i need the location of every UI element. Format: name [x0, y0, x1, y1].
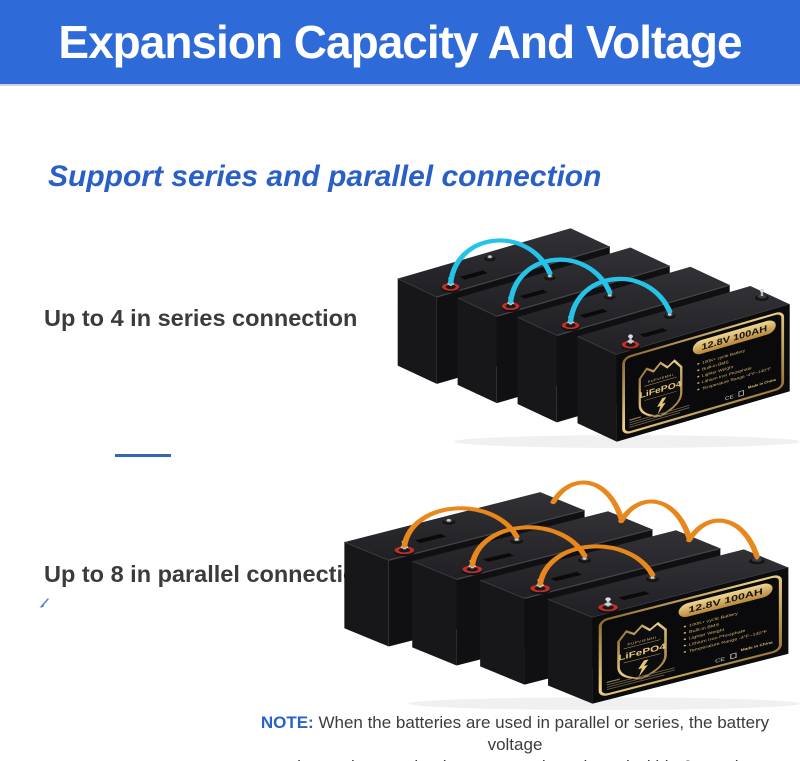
- note-text: NOTE: When the batteries are used in par…: [237, 712, 793, 761]
- parallel-section-label: Up to 8 in parallel connection: [44, 561, 372, 587]
- series-cable: [448, 238, 553, 285]
- parallel-cables: [401, 480, 760, 586]
- parallel-cable: [550, 480, 625, 521]
- parallel-cable: [469, 525, 588, 567]
- parallel-cable: [686, 518, 760, 559]
- note-prefix: NOTE:: [260, 713, 314, 732]
- parallel-cable: [618, 499, 692, 540]
- series-cable: [508, 257, 613, 304]
- series-cable: [567, 276, 673, 323]
- pen-mark: [40, 598, 49, 608]
- series-cables: [448, 238, 673, 323]
- note-line1: When the batteries are used in parallel …: [318, 713, 770, 754]
- parallel-battery-image: [343, 480, 800, 710]
- parallel-cable: [401, 506, 520, 548]
- subtitle: Support series and parallel connection: [48, 160, 602, 193]
- header-banner: Expansion Capacity And Voltage: [0, 0, 800, 86]
- shadow: [454, 435, 800, 448]
- divider-line: [115, 454, 171, 457]
- note-line2: and capacity must be the same, and purch…: [273, 757, 758, 761]
- shadow: [408, 697, 800, 710]
- parallel-cable: [537, 544, 656, 586]
- series-section-label: Up to 4 in series connection: [44, 305, 358, 331]
- series-battery-image: [396, 227, 800, 448]
- page-title: Expansion Capacity And Voltage: [58, 16, 742, 68]
